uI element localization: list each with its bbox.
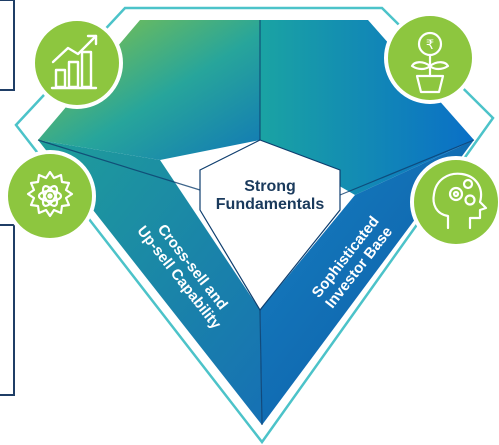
center-hexagon: [199, 139, 341, 312]
center-label-line-1: Strong: [244, 178, 296, 195]
svg-text:₹: ₹: [426, 38, 434, 53]
center-label-line-2: Fundamentals: [215, 195, 325, 213]
center-label: Strong Fundamentals: [200, 178, 340, 214]
facet-lines: [37, 20, 475, 426]
left-frame-bottom: [0, 224, 15, 396]
head-gears-icon: [410, 156, 499, 248]
gear-atom-icon: [4, 150, 96, 242]
facet-upper-left: [38, 20, 260, 160]
facet-lower-left: [38, 140, 262, 425]
diamond-outline: [14, 6, 495, 445]
growth-chart-icon: [31, 17, 123, 109]
facet-upper-right: [260, 20, 474, 195]
rupee-plant-icon: ₹: [384, 12, 476, 104]
left-frame-top: [0, 0, 15, 91]
